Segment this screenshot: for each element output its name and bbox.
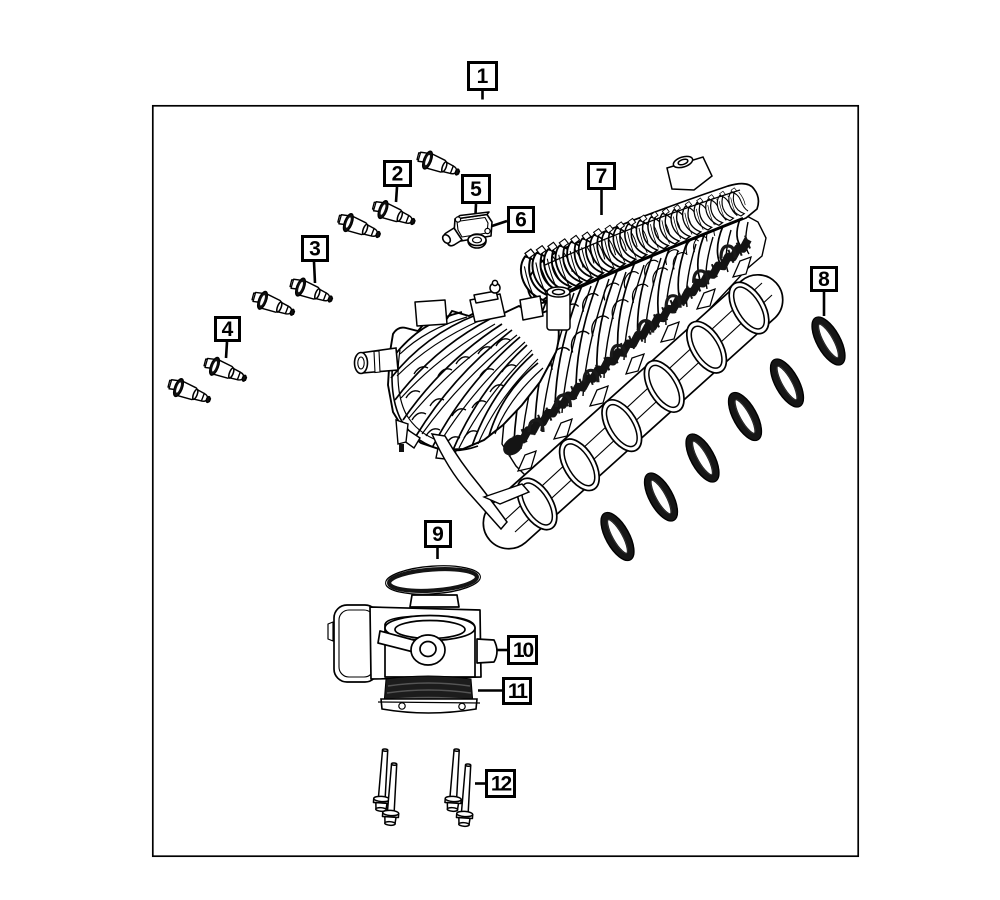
svg-text:9: 9: [432, 523, 444, 546]
svg-text:7: 7: [596, 165, 608, 188]
svg-text:6: 6: [515, 209, 527, 232]
svg-text:12: 12: [491, 773, 512, 796]
svg-text:1: 1: [477, 65, 489, 88]
svg-text:10: 10: [513, 639, 534, 662]
svg-text:4: 4: [222, 318, 234, 341]
svg-text:3: 3: [309, 238, 321, 261]
svg-text:2: 2: [392, 163, 404, 186]
svg-text:11: 11: [508, 680, 529, 703]
svg-text:8: 8: [818, 268, 830, 291]
svg-text:5: 5: [470, 178, 482, 201]
